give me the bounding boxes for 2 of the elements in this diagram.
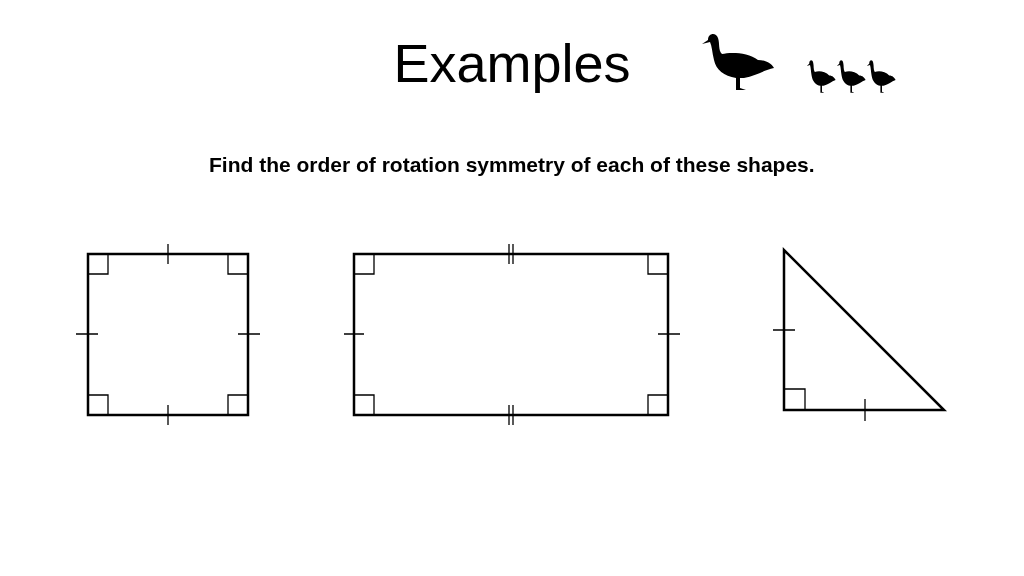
instruction-text: Find the order of rotation symmetry of each of these shapes. bbox=[209, 152, 815, 178]
title: Examples bbox=[393, 32, 631, 94]
